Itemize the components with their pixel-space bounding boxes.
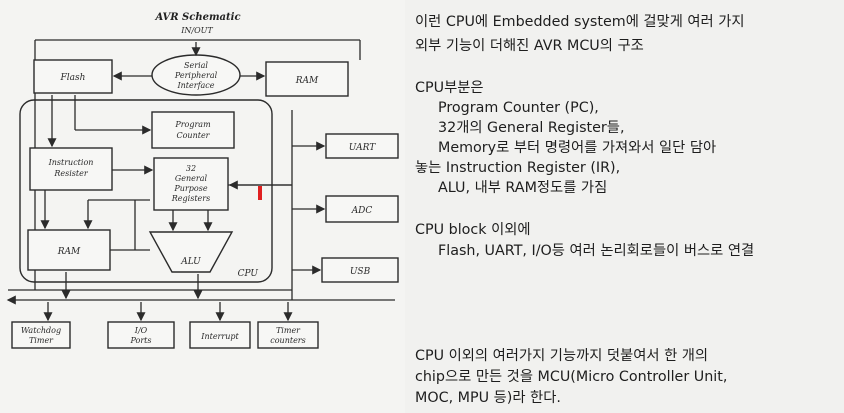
mcu-line-3: MOC, MPU 등)라 한다. <box>415 390 561 406</box>
ram-top-box <box>265 61 349 97</box>
pc-label-1: Program <box>174 120 211 129</box>
gpr-box <box>153 157 229 211</box>
gpr-label-1: 32 <box>186 164 196 173</box>
ram-top-label: RAM <box>295 76 319 86</box>
spi-label-1: Serial <box>184 61 208 70</box>
timer-label-2: counters <box>270 336 305 345</box>
timer-box <box>257 321 319 349</box>
adc-box <box>325 195 399 223</box>
cpu-item-2: 32개의 General Register들, <box>438 120 625 136</box>
flash-label: Flash <box>60 73 86 83</box>
block-heading: CPU block 이외에 <box>415 222 531 238</box>
uart-box <box>325 133 399 159</box>
cpu-label: CPU <box>238 269 259 279</box>
cpu-item-3a: Memory로 부터 명령어를 가져와서 일단 담아 <box>438 140 717 156</box>
watchdog-box <box>11 321 71 349</box>
intro-line-2: 외부 기능이 더해진 AVR MCU의 구조 <box>415 38 644 54</box>
spi-label-2: Peripheral <box>174 71 218 80</box>
pc-label-2: Counter <box>176 131 210 140</box>
cpu-item-4: ALU, 내부 RAM정도를 가짐 <box>438 180 608 196</box>
diagram-subtitle: IN/OUT <box>180 26 213 35</box>
intro-line-1: 이런 CPU에 Embedded system에 걸맞게 여러 가지 <box>415 14 745 30</box>
alu-label: ALU <box>180 257 201 267</box>
cpu-heading: CPU부분은 <box>415 80 484 96</box>
watchdog-label-2: Timer <box>29 336 54 345</box>
ram-box <box>27 229 111 271</box>
flash-box <box>33 59 113 94</box>
gpr-label-4: Registers <box>171 194 210 203</box>
red-marker <box>258 186 262 200</box>
gpr-label-3: Purpose <box>173 184 207 193</box>
program-counter-box <box>151 111 235 149</box>
interrupt-box <box>189 321 251 349</box>
avr-schematic-diagram: AVR Schematic IN/OUT Flash Serial Periph… <box>0 0 405 413</box>
io-label-2: Ports <box>129 336 151 345</box>
cpu-frame <box>19 99 273 283</box>
uart-label: UART <box>349 143 376 153</box>
io-ports-box <box>107 321 175 349</box>
adc-label: ADC <box>351 206 373 216</box>
usb-label: USB <box>350 267 371 277</box>
interrupt-label: Interrupt <box>200 332 239 341</box>
io-label-1: I/O <box>134 326 148 335</box>
mcu-line-2: chip으로 만든 것을 MCU(Micro Controller Unit, <box>415 369 728 385</box>
instruction-register-box <box>29 147 113 191</box>
block-item: Flash, UART, I/O등 여러 논리회로들이 버스로 연결 <box>438 243 755 259</box>
ir-label-2: Resister <box>53 169 88 178</box>
explanation-text-panel: 이런 CPU에 Embedded system에 걸맞게 여러 가지 외부 기능… <box>405 0 844 413</box>
timer-label-1: Timer <box>276 326 301 335</box>
mcu-line-1: CPU 이외의 여러가지 기능까지 덧붙여서 한 개의 <box>415 348 709 364</box>
diagram-title: AVR Schematic <box>154 12 240 23</box>
ir-label-1: Instruction <box>48 158 94 167</box>
cpu-item-1: Program Counter (PC), <box>438 100 599 116</box>
watchdog-label-1: Watchdog <box>21 326 61 335</box>
gpr-label-2: General <box>175 174 208 183</box>
alu-shape <box>148 231 234 273</box>
usb-box <box>321 257 399 283</box>
schematic-svg: AVR Schematic IN/OUT Flash Serial Periph… <box>6 12 399 349</box>
spi-label-3: Interface <box>176 81 214 90</box>
cpu-item-3b: 놓는 Instruction Register (IR), <box>415 160 621 176</box>
ram-label: RAM <box>57 247 81 257</box>
